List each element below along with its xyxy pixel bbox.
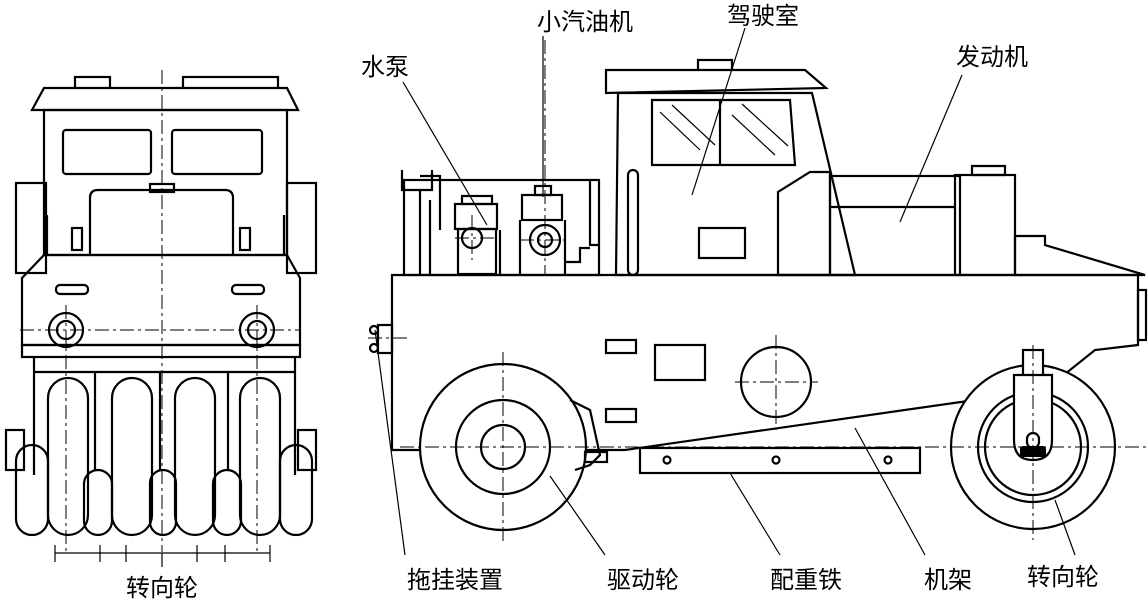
front-body (20, 253, 302, 347)
engine-hood (828, 174, 962, 277)
small-gasoline-engine (520, 193, 564, 222)
front-lamp (238, 226, 252, 252)
towing-device (368, 323, 394, 355)
label-engine: 发动机 (956, 43, 1028, 71)
label-cab: 驾驶室 (727, 2, 799, 30)
drive-wheel-bracket (583, 450, 609, 464)
label-towing-device: 拖挂装置 (407, 566, 503, 594)
front-window-left (61, 128, 153, 176)
body-panel (653, 343, 707, 382)
cab-door-panel (697, 226, 747, 260)
body-round-panel (739, 345, 813, 419)
counterweight (638, 446, 922, 475)
label-drive-wheel: 驱动轮 (607, 566, 679, 594)
pump-compartment (402, 178, 601, 277)
front-slot (230, 283, 266, 296)
engine-cover-front (776, 170, 832, 277)
front-window-right (170, 128, 264, 176)
front-roof (30, 86, 300, 112)
exhaust-stack (970, 164, 1007, 177)
label-steering-wheel-side: 转向轮 (1027, 563, 1099, 591)
cab-window (650, 98, 797, 167)
label-steering-wheel-front: 转向轮 (126, 574, 198, 602)
water-pump (453, 202, 499, 231)
label-small-gasoline-engine: 小汽油机 (537, 8, 633, 36)
front-slot (54, 283, 90, 296)
side-view: 水泵 小汽油机 驾驶室 发动机 拖挂装置 驱动轮 配重铁 机架 转向轮 (361, 2, 1148, 594)
cab-roof (604, 68, 829, 95)
front-side-panel (14, 181, 48, 275)
label-frame: 机架 (924, 566, 972, 594)
label-counterweight: 配重铁 (770, 566, 842, 594)
front-tires (14, 376, 314, 537)
front-side-panel (285, 181, 318, 275)
rear-cover (1013, 234, 1146, 277)
body-panel (604, 407, 638, 424)
label-water-pump: 水泵 (361, 53, 409, 81)
cab-handrail (626, 168, 640, 277)
front-lamp (70, 226, 84, 252)
front-view: 转向轮 (4, 70, 318, 602)
body-panel (604, 338, 638, 355)
engine-block (953, 173, 1017, 277)
